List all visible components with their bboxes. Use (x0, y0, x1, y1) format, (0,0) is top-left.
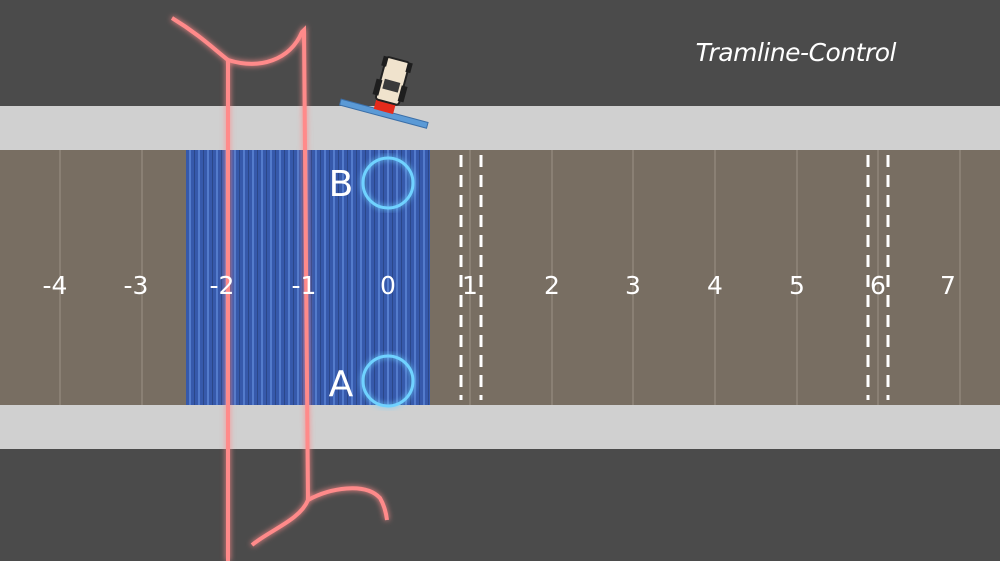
lane-label: 5 (789, 271, 805, 300)
point-b-label: B (329, 164, 354, 205)
lane-label: 1 (462, 271, 478, 300)
point-b-ring-icon (361, 156, 415, 210)
turn-path-left-line (170, 16, 230, 561)
lane-label: 0 (380, 271, 396, 300)
turn-path-right-line (227, 25, 311, 547)
lane-label: 6 (870, 271, 886, 300)
field-area (0, 150, 1000, 405)
tramline-markers (459, 155, 890, 400)
lane-label: -2 (210, 271, 235, 300)
lane-label: 7 (940, 271, 956, 300)
headland-bottom-strip (0, 405, 1000, 449)
lane-label: 4 (707, 271, 723, 300)
point-a-label: A (329, 364, 354, 405)
turn-path-bottom-curve (307, 486, 389, 521)
headland-top-strip (0, 106, 1000, 150)
lane-label: 3 (625, 271, 641, 300)
lane-label: -1 (292, 271, 317, 300)
lane-label: 2 (544, 271, 560, 300)
page-title: Tramline-Control (695, 38, 897, 67)
point-a-ring-icon (361, 354, 415, 408)
lane-label: -4 (43, 271, 68, 300)
lane-labels: -4 -3 -2 -1 0 1 2 3 4 5 6 7 (43, 271, 956, 300)
turn-path (170, 16, 389, 561)
lane-label: -3 (124, 271, 149, 300)
tractor-icon (338, 55, 429, 129)
